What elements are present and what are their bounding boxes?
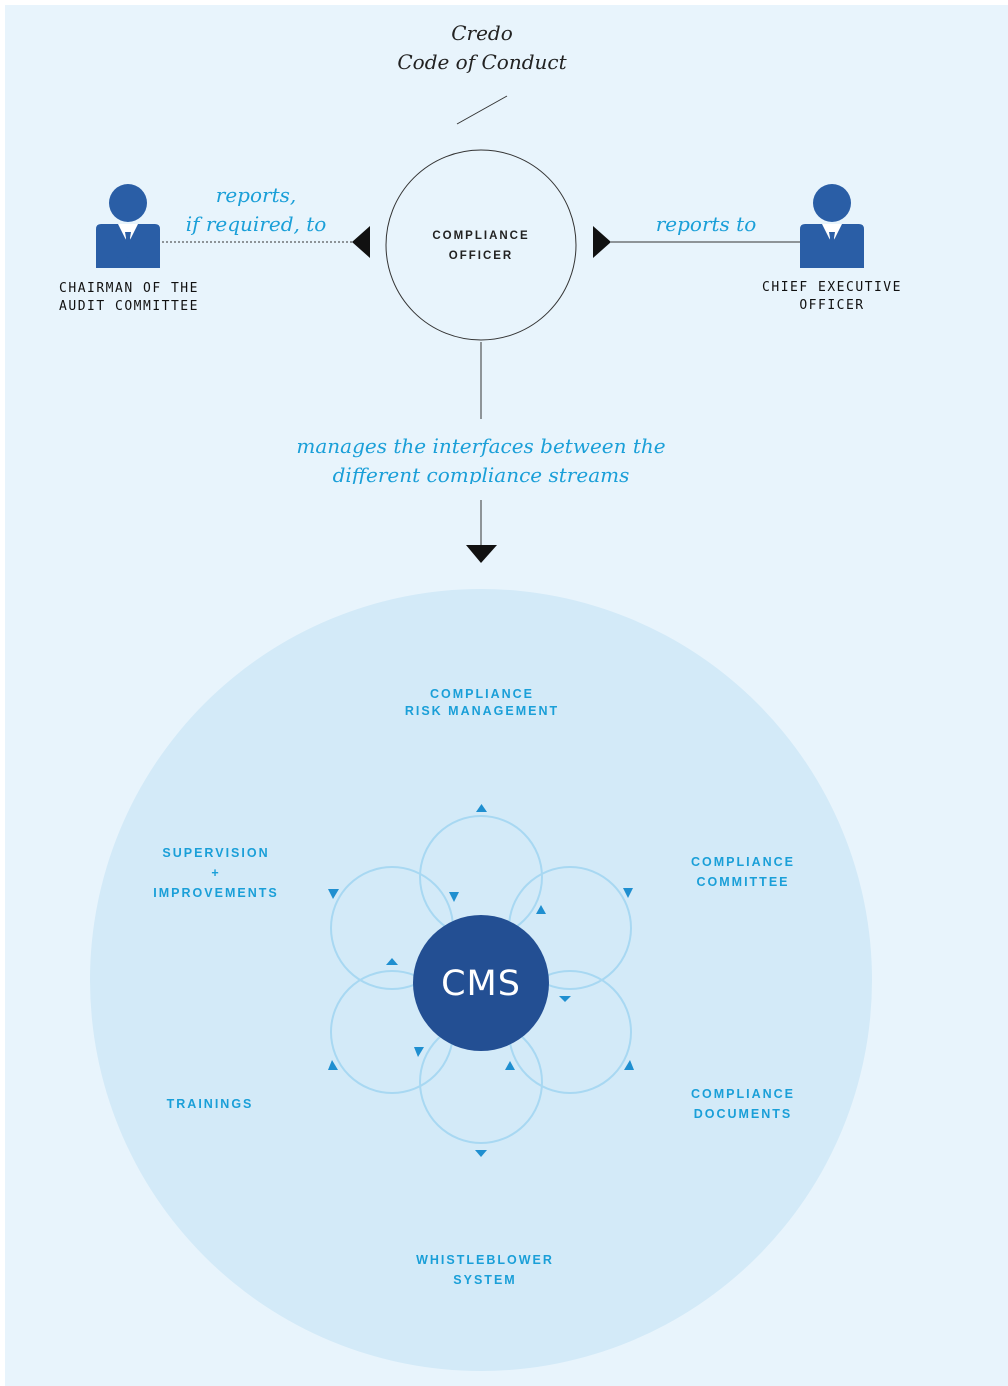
arrow-inner-4-icon [505,1061,515,1070]
arrow-inner-5-icon [414,1047,424,1057]
credo-connector-line [456,95,508,125]
arrow-inner-6-icon [386,958,398,965]
stream-documents: COMPLIANCE DOCUMENTS [668,1084,818,1124]
supervision-line2: + [211,866,221,880]
committee-line2: COMMITTEE [696,875,790,889]
whistleblower-line1: WHISTLEBLOWER [416,1253,554,1267]
cms-label: CMS [421,964,541,1004]
compliance-officer-line2: OFFICER [448,250,514,262]
documents-line1: COMPLIANCE [690,1087,796,1101]
cms-center-circle [413,915,549,1051]
left-arrowhead-icon [352,226,370,258]
chairman-label-line1: CHAIRMAN OF THE [59,281,199,296]
arrow-upper-left-outer-icon [328,889,339,899]
trainings-line1: TRAININGS [166,1097,254,1111]
cycle-arrow-icons [328,804,634,1157]
stream-whistleblower: WHISTLEBLOWER SYSTEM [405,1250,565,1290]
compliance-officer-circle [385,149,577,341]
supervision-line1: SUPERVISION [162,846,270,860]
arrow-bottom-icon [475,1150,487,1157]
risk-management-line2: RISK MANAGEMENT [404,704,560,718]
right-relation-line: reports to [655,212,757,236]
compliance-officer-label: COMPLIANCE OFFICER [411,226,551,266]
stream-trainings: TRAININGS [140,1094,280,1114]
down-arrowhead-icon [466,545,497,563]
ceo-label: CHIEF EXECUTIVE OFFICER [752,279,912,315]
arrow-inner-2-icon [536,905,546,914]
chairman-label-line2: AUDIT COMMITTEE [59,299,199,314]
ceo-label-line1: CHIEF EXECUTIVE [762,280,902,295]
stream-supervision: SUPERVISION + IMPROVEMENTS [136,843,296,903]
arrow-lower-right-outer-icon [624,1060,634,1070]
right-relation-text: reports to [640,210,772,239]
businessman-icon [96,184,160,268]
manages-text: manages the interfaces between the diffe… [286,432,676,484]
arrow-inner-3-icon [559,996,571,1002]
cms-label-text: CMS [441,964,521,1004]
left-relation-line1: reports, [215,183,297,207]
committee-line1: COMPLIANCE [690,855,796,869]
arrow-lower-left-outer-icon [328,1060,338,1070]
supervision-line3: IMPROVEMENTS [153,886,279,900]
stream-committee: COMPLIANCE COMMITTEE [668,852,818,892]
ceo-label-line2: OFFICER [799,298,865,313]
right-arrowhead-icon [593,226,611,258]
whistleblower-line2: SYSTEM [453,1273,517,1287]
arrow-inner-1-icon [449,892,459,902]
credo-text: Credo Code of Conduct [382,19,582,77]
manages-line2: different compliance streams [332,463,630,484]
businessman-icon [800,184,864,268]
stream-risk-management: COMPLIANCE RISK MANAGEMENT [372,684,592,724]
compliance-officer-line1: COMPLIANCE [432,230,530,242]
credo-line1: Credo [451,21,513,45]
left-relation-text: reports, if required, to [176,181,336,239]
risk-management-line1: COMPLIANCE [429,687,535,701]
arrow-upper-right-outer-icon [623,888,633,898]
manages-line1: manages the interfaces between the [296,434,666,458]
arrow-top-icon [476,804,487,812]
documents-line2: DOCUMENTS [693,1107,793,1121]
left-relation-line2: if required, to [185,212,327,236]
chairman-label: CHAIRMAN OF THE AUDIT COMMITTEE [48,280,210,316]
credo-line2: Code of Conduct [397,50,567,74]
